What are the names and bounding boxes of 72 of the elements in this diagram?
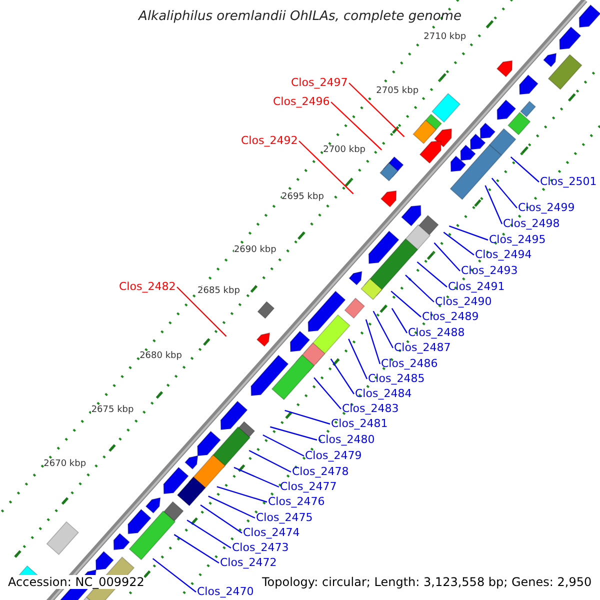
gene-label: Clos_2474 (243, 526, 300, 540)
gene-label: Clos_2477 (280, 480, 337, 494)
scale-label: 2690 kbp (234, 245, 276, 256)
gene-label: Clos_2480 (318, 433, 375, 447)
leader-line (372, 310, 394, 348)
leader-line (314, 377, 342, 410)
leader-line (484, 185, 503, 224)
gene-label: Clos_2490 (435, 295, 492, 309)
leader-line (216, 486, 268, 503)
leader-line (298, 140, 354, 194)
leader-line (390, 290, 422, 318)
leader-line (449, 225, 488, 241)
scale-label: 2710 kbp (424, 32, 466, 42)
scale-label: 2675 kbp (91, 405, 134, 416)
gene-label: Clos_2473 (232, 541, 289, 555)
leader-line (186, 520, 232, 548)
scale-label: 2705 kbp (376, 86, 419, 96)
gene-label: Clos_2486 (381, 357, 438, 371)
leader-line (491, 178, 518, 208)
gene-label: Clos_2492 (241, 134, 298, 148)
scale-label: 2685 kbp (198, 286, 240, 296)
leader-line (391, 308, 408, 334)
gene-label: Clos_2481 (331, 417, 388, 431)
leader-line (248, 450, 292, 473)
gene-label: Clos_2476 (268, 495, 325, 509)
scale-label: 2695 kbp (282, 192, 324, 202)
title: Alkaliphilus oremlandii OhILAs, complete genome (137, 10, 462, 24)
gene-label: Clos_2493 (461, 264, 518, 278)
gene-label: Clos_2475 (256, 511, 313, 525)
leader-line (348, 82, 405, 138)
leader-line (208, 496, 256, 519)
leader-line (365, 319, 381, 364)
gene-label: Clos_2497 (291, 76, 348, 90)
genome-summary-text: Topology: circular; Length: 3,123,558 bp; Genes: 2,950 (262, 575, 592, 589)
gene-label: Clos_2485 (368, 372, 425, 386)
leader-line (330, 102, 382, 150)
leader-line (176, 286, 227, 337)
leader-line (284, 410, 330, 425)
scale-label: 2670 kbp (44, 458, 86, 469)
leader-line (174, 534, 220, 564)
leader-line (510, 156, 540, 182)
gene-label: Clos_2479 (305, 449, 362, 463)
gene-label: Clos_2470 (197, 585, 254, 599)
gene-label: Clos_2495 (489, 233, 546, 247)
scale-label: 2680 kbp (140, 350, 182, 361)
leader-line (234, 466, 280, 488)
gene-label: Clos_2487 (394, 341, 451, 355)
leader-line (200, 504, 242, 534)
gene-label: Clos_2484 (355, 387, 412, 401)
gene-label: Clos_2472 (220, 556, 277, 570)
leader-line (405, 274, 434, 302)
leader-line (348, 338, 368, 380)
gene-label: Clos_2491 (448, 280, 505, 294)
gene-label: Clos_2499 (518, 201, 575, 215)
gene-label: Clos_2488 (408, 326, 465, 340)
gene-label: Clos_2498 (503, 217, 560, 231)
leader-line (152, 558, 196, 592)
gene-label: Clos_2496 (273, 95, 330, 109)
gene-label: Clos_2489 (422, 310, 479, 324)
leader-line (434, 242, 460, 272)
gene-label: Clos_2478 (292, 465, 349, 479)
gene-label: Clos_2482 (119, 280, 176, 294)
leader-line (262, 434, 304, 457)
accession-text: Accession: NC_009922 (8, 575, 144, 589)
gene-label: Clos_2501 (540, 175, 597, 189)
gene-label: Clos_2494 (475, 248, 532, 262)
gene-label: Clos_2483 (342, 402, 399, 416)
leader-line (270, 426, 318, 441)
leader-line (443, 232, 474, 256)
leader-line (330, 358, 354, 394)
leader-line (416, 261, 448, 288)
scale-label: 2700 kbp (323, 145, 366, 156)
